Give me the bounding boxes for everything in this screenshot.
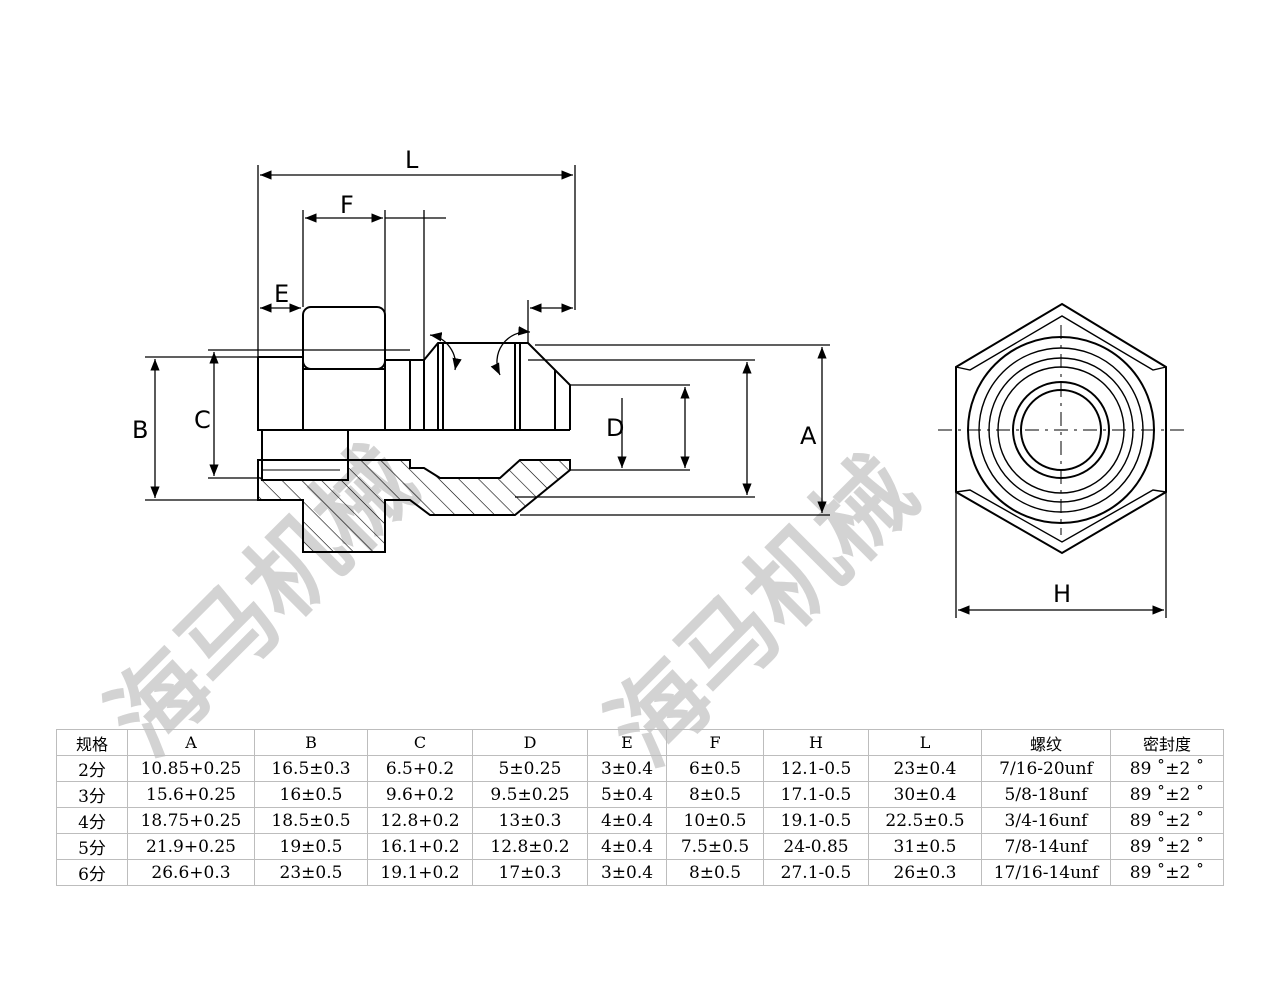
table-cell: 24-0.85 xyxy=(763,833,869,860)
header-cell: 密封度 xyxy=(1110,729,1224,756)
table-cell: 89 ˚±2 ˚ xyxy=(1110,781,1224,808)
table-cell: 27.1-0.5 xyxy=(763,859,869,886)
table-cell: 89 ˚±2 ˚ xyxy=(1110,833,1224,860)
table-cell: 4分 xyxy=(56,807,128,834)
label-H: H xyxy=(1053,580,1071,608)
left-body-upper xyxy=(257,357,303,431)
header-cell: D xyxy=(472,729,588,756)
side-view-dimensions xyxy=(145,165,830,516)
side-view xyxy=(257,306,571,553)
table-cell: 17/16-14unf xyxy=(981,859,1111,886)
table-cell: 12.8+0.2 xyxy=(367,807,473,834)
table-cell: 6分 xyxy=(56,859,128,886)
table-cell: 30±0.4 xyxy=(868,781,982,808)
header-cell: C xyxy=(367,729,473,756)
table-cell: 2分 xyxy=(56,755,128,782)
table-cell: 21.9+0.25 xyxy=(127,833,255,860)
header-cell: B xyxy=(254,729,368,756)
table-cell: 17±0.3 xyxy=(472,859,588,886)
table-cell: 5分 xyxy=(56,833,128,860)
header-cell: F xyxy=(666,729,764,756)
table-cell: 12.8±0.2 xyxy=(472,833,588,860)
table-cell: 13±0.3 xyxy=(472,807,588,834)
table-cell: 8±0.5 xyxy=(666,859,764,886)
end-view-dimension xyxy=(955,492,1167,618)
table-cell: 5±0.25 xyxy=(472,755,588,782)
header-cell: 螺纹 xyxy=(981,729,1111,756)
table-cell: 26±0.3 xyxy=(868,859,982,886)
table-row: 2分 10.85+0.25 16.5±0.3 6.5+0.2 5±0.25 3±… xyxy=(56,755,1224,782)
label-L: L xyxy=(405,146,419,174)
table-cell: 10.85+0.25 xyxy=(127,755,255,782)
table-cell: 8±0.5 xyxy=(666,781,764,808)
label-A: A xyxy=(800,422,817,450)
table-cell: 5±0.4 xyxy=(587,781,667,808)
table-cell: 19.1+0.2 xyxy=(367,859,473,886)
table-cell: 15.6+0.25 xyxy=(127,781,255,808)
label-B: B xyxy=(132,416,148,444)
table-cell: 17.1-0.5 xyxy=(763,781,869,808)
table-row: 4分 18.75+0.25 18.5±0.5 12.8+0.2 13±0.3 4… xyxy=(56,807,1224,834)
header-cell: H xyxy=(763,729,869,756)
table-cell: 3/4-16unf xyxy=(981,807,1111,834)
table-cell: 26.6+0.3 xyxy=(127,859,255,886)
table-cell: 23±0.4 xyxy=(868,755,982,782)
table-row: 3分 15.6+0.25 16±0.5 9.6+0.2 9.5±0.25 5±0… xyxy=(56,781,1224,808)
table-cell: 9.5±0.25 xyxy=(472,781,588,808)
label-F: F xyxy=(340,191,354,219)
table-cell: 89 ˚±2 ˚ xyxy=(1110,807,1224,834)
header-cell: A xyxy=(127,729,255,756)
label-C: C xyxy=(194,406,211,434)
table-cell: 3±0.4 xyxy=(587,859,667,886)
table-cell: 7/8-14unf xyxy=(981,833,1111,860)
table-cell: 4±0.4 xyxy=(587,833,667,860)
hexagon-outline xyxy=(955,302,1167,555)
table-cell: 16.1+0.2 xyxy=(367,833,473,860)
table-cell: 4±0.4 xyxy=(587,807,667,834)
table-cell: 3分 xyxy=(56,781,128,808)
table-cell: 3±0.4 xyxy=(587,755,667,782)
header-cell: E xyxy=(587,729,667,756)
table-cell: 19±0.5 xyxy=(254,833,368,860)
table-cell: 16±0.5 xyxy=(254,781,368,808)
table-cell: 12.1-0.5 xyxy=(763,755,869,782)
table-row: 6分 26.6+0.3 23±0.5 19.1+0.2 17±0.3 3±0.4… xyxy=(56,859,1224,886)
table-cell: 22.5±0.5 xyxy=(868,807,982,834)
table-cell: 31±0.5 xyxy=(868,833,982,860)
table-cell: 6±0.5 xyxy=(666,755,764,782)
bore-left xyxy=(261,429,349,461)
table-cell: 18.75+0.25 xyxy=(127,807,255,834)
end-view xyxy=(938,302,1185,555)
table-header-row: 规格 A B C D E F H L 螺纹 密封度 xyxy=(56,729,1224,756)
header-cell: L xyxy=(868,729,982,756)
table-cell: 10±0.5 xyxy=(666,807,764,834)
table-cell: 5/8-18unf xyxy=(981,781,1111,808)
table-cell: 7.5±0.5 xyxy=(666,833,764,860)
table-cell: 23±0.5 xyxy=(254,859,368,886)
header-cell: 规格 xyxy=(56,729,128,756)
table-cell: 89 ˚±2 ˚ xyxy=(1110,859,1224,886)
hex-nut-upper xyxy=(302,306,386,370)
table-cell: 89 ˚±2 ˚ xyxy=(1110,755,1224,782)
table-cell: 6.5+0.2 xyxy=(367,755,473,782)
label-D: D xyxy=(606,414,624,442)
table-cell: 19.1-0.5 xyxy=(763,807,869,834)
label-E: E xyxy=(274,280,289,308)
table-cell: 7/16-20unf xyxy=(981,755,1111,782)
table-cell: 9.6+0.2 xyxy=(367,781,473,808)
table-row: 5分 21.9+0.25 19±0.5 16.1+0.2 12.8±0.2 4±… xyxy=(56,833,1224,860)
table-cell: 16.5±0.3 xyxy=(254,755,368,782)
spec-table: 规格 A B C D E F H L 螺纹 密封度 2分 10.85+0.25 … xyxy=(56,729,1224,886)
lower-section-hatched xyxy=(257,459,571,553)
table-cell: 18.5±0.5 xyxy=(254,807,368,834)
